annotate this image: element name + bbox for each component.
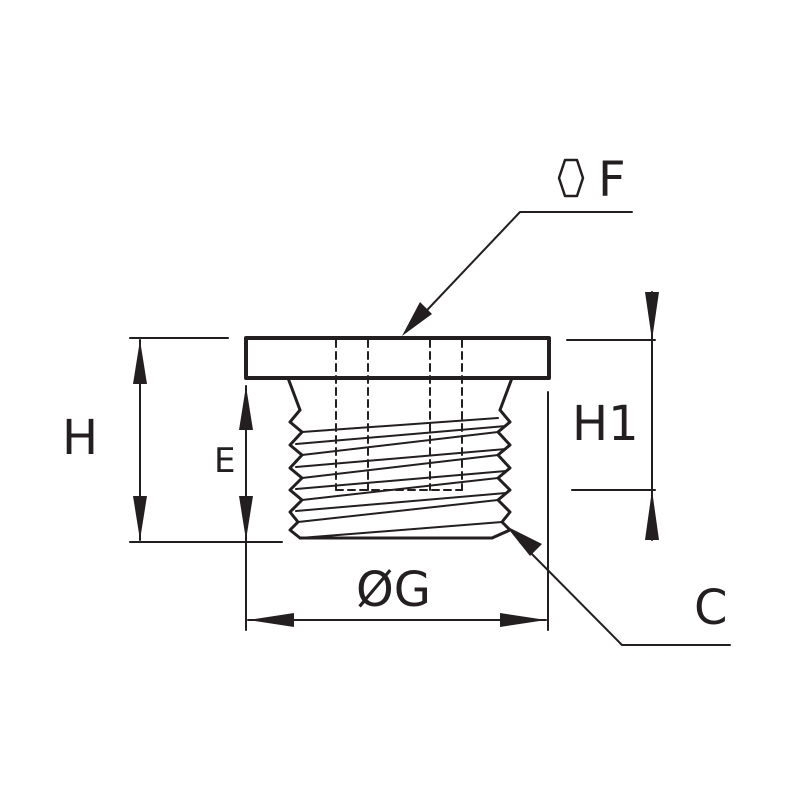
label-f: F (598, 152, 626, 208)
dim-g-arrow-left (248, 613, 294, 627)
neck (286, 376, 514, 412)
thread-lines (295, 417, 507, 539)
label-c: C (694, 580, 728, 636)
hex-head (244, 336, 551, 380)
dim-e-arrow-top (239, 386, 253, 430)
dim-h-arrow-top (133, 340, 147, 384)
hidden-socket (335, 339, 463, 491)
label-h1: H1 (572, 396, 639, 452)
leader-f (411, 211, 633, 327)
label-e: E (214, 441, 235, 481)
label-h: H (62, 410, 98, 466)
dim-e-arrow-bottom (239, 496, 253, 540)
dim-g-arrow-right (500, 613, 546, 627)
dim-h1-arrow-top (645, 292, 659, 340)
dim-h-arrow-bottom (133, 496, 147, 540)
hexagon-icon (557, 158, 585, 198)
leader-c-arrow (506, 526, 542, 556)
dim-h1-arrow-bottom (645, 490, 659, 540)
leader-c (519, 541, 731, 646)
thread-right (490, 408, 512, 540)
thread-left (288, 408, 304, 540)
leader-f-arrow (402, 302, 432, 336)
label-g: ØG (356, 562, 431, 618)
